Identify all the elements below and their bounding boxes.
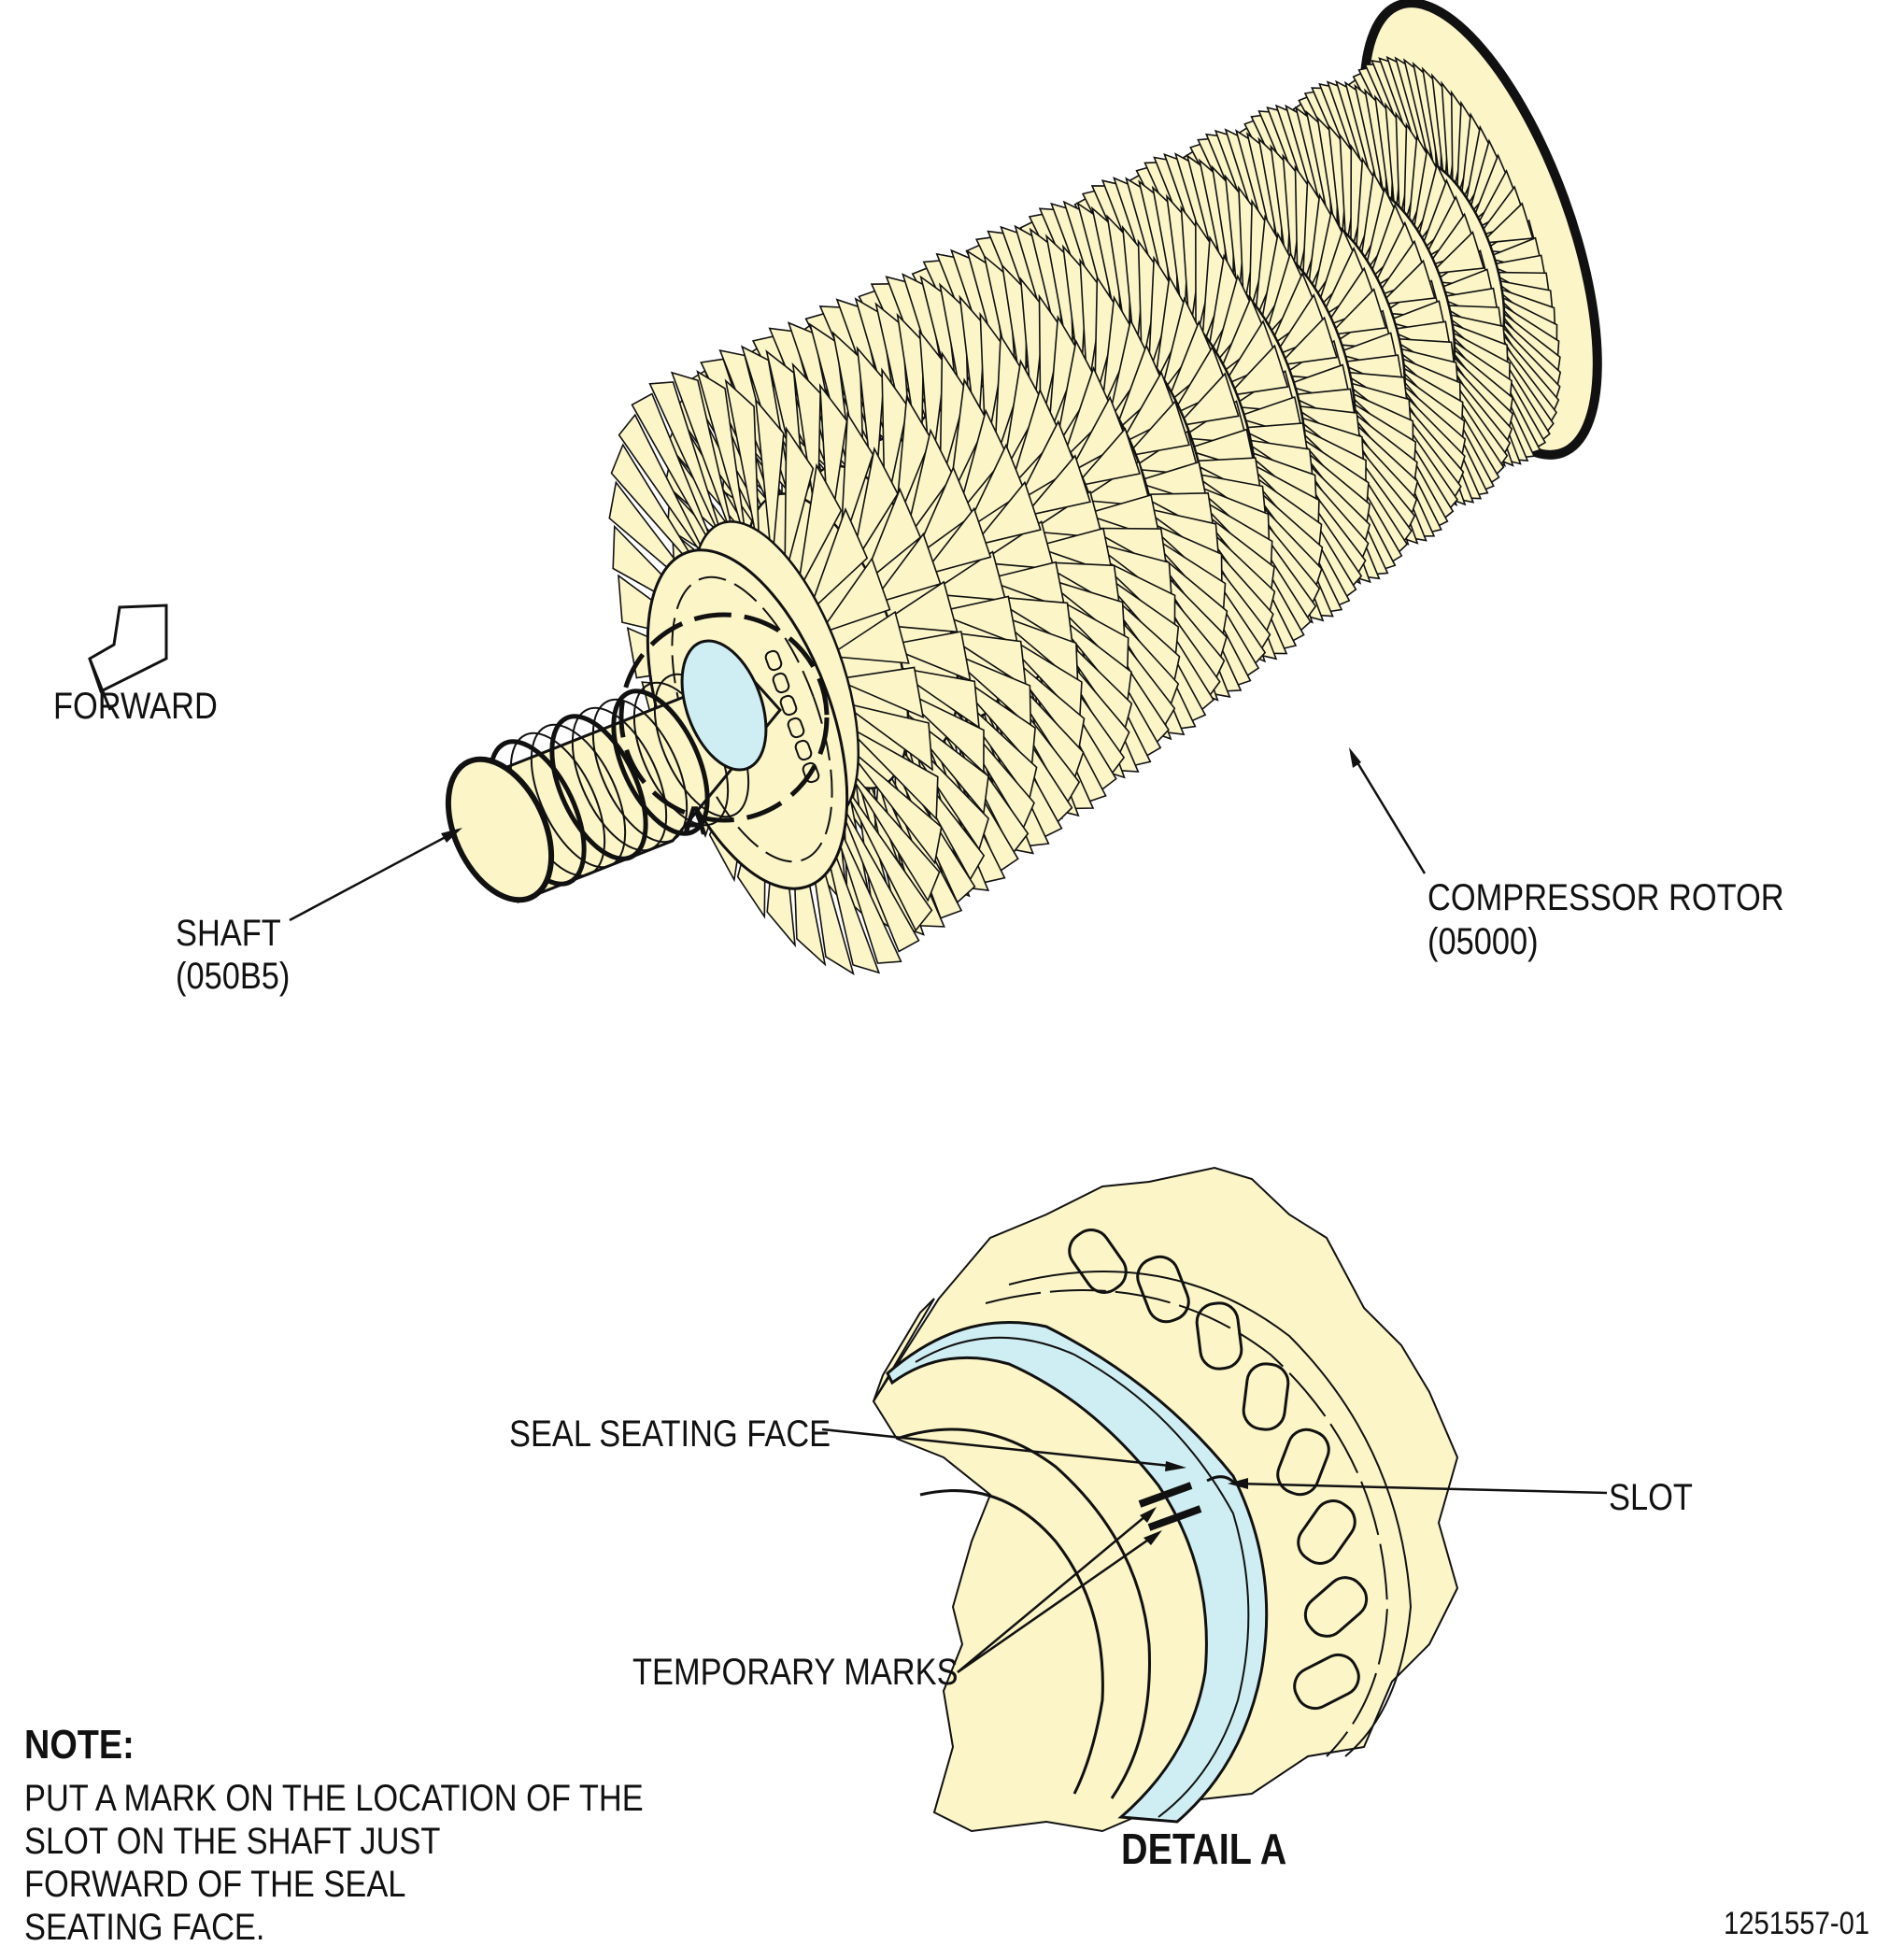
- compressor-rotor-assembly: [608, 0, 1602, 975]
- detail-a-circle: [618, 612, 830, 823]
- detail-slot: [1293, 1653, 1360, 1711]
- detail-slots: [1068, 1229, 1369, 1711]
- detail-slot: [1276, 1427, 1330, 1497]
- rotor-leader: [1351, 754, 1427, 874]
- slot-leader: [1234, 1482, 1608, 1495]
- shaft-thread: [591, 698, 689, 844]
- forward-label: FORWARD: [53, 686, 218, 727]
- shaft-thread: [571, 706, 668, 852]
- hub-slot: [772, 672, 790, 694]
- temp-marks-leader-2: [957, 1532, 1158, 1674]
- detail-reference-letter: A: [682, 798, 708, 844]
- note-line: SEATING FACE.: [24, 1907, 265, 1948]
- shaft-label: SHAFT: [176, 913, 281, 954]
- hub-slot: [787, 717, 805, 739]
- hub-slot: [779, 694, 798, 717]
- detail-a-title: DETAIL A: [1121, 1825, 1287, 1873]
- compressor-rotor-label: COMPRESSOR ROTOR: [1427, 877, 1784, 918]
- shaft-end-face: [445, 756, 555, 903]
- slot-label: SLOT: [1609, 1477, 1693, 1518]
- seal-seating-face-label: SEAL SEATING FACE: [509, 1413, 831, 1455]
- temporary-mark-2: [1147, 1505, 1202, 1531]
- detail-slot: [1136, 1255, 1190, 1324]
- note-body: PUT A MARK ON THE LOCATION OF THE SLOT O…: [24, 1777, 644, 1949]
- hub-slot: [794, 739, 813, 761]
- detail-slot: [1242, 1362, 1290, 1431]
- detail-slot: [1068, 1229, 1128, 1294]
- detail-slot: [1297, 1499, 1356, 1565]
- note-line: FORWARD OF THE SEAL: [24, 1864, 406, 1905]
- shaft-leader: [289, 830, 457, 922]
- seal-seating-ring: [680, 639, 768, 772]
- shaft-leader-arrowhead: [441, 828, 462, 843]
- detail-slot: [1195, 1301, 1243, 1371]
- shaft: [445, 612, 830, 904]
- detail-a-view: [872, 1166, 1459, 1833]
- compressor-rotor-part-number: (05000): [1427, 921, 1539, 962]
- rotor-leader-arrowhead: [1349, 747, 1361, 768]
- hub-slots: [764, 649, 820, 784]
- temporary-marks-label: TEMPORARY MARKS: [632, 1652, 959, 1693]
- temporary-mark-1: [1138, 1482, 1193, 1508]
- rotor-blade-stages: [608, 55, 1562, 975]
- shaft-thread: [549, 714, 648, 861]
- shaft-part-number: (050B5): [176, 956, 291, 997]
- detail-seal-face: [886, 1321, 1269, 1824]
- shaft-thread: [530, 723, 627, 869]
- note-line: SLOT ON THE SHAFT JUST: [24, 1821, 441, 1862]
- note-title: NOTE:: [24, 1722, 135, 1768]
- temp-marks-leader-1: [957, 1511, 1152, 1673]
- forward-arrow: [88, 604, 168, 711]
- note-line: PUT A MARK ON THE LOCATION OF THE: [24, 1778, 644, 1819]
- detail-slot: [1303, 1576, 1369, 1638]
- seal-slot-notch: [1206, 1475, 1237, 1485]
- figure-id: 1251557-01: [1724, 1906, 1870, 1941]
- seal-face-leader: [821, 1427, 1180, 1469]
- hub-slot: [802, 761, 820, 784]
- hub-slot: [764, 649, 783, 672]
- shaft-thread: [611, 689, 710, 836]
